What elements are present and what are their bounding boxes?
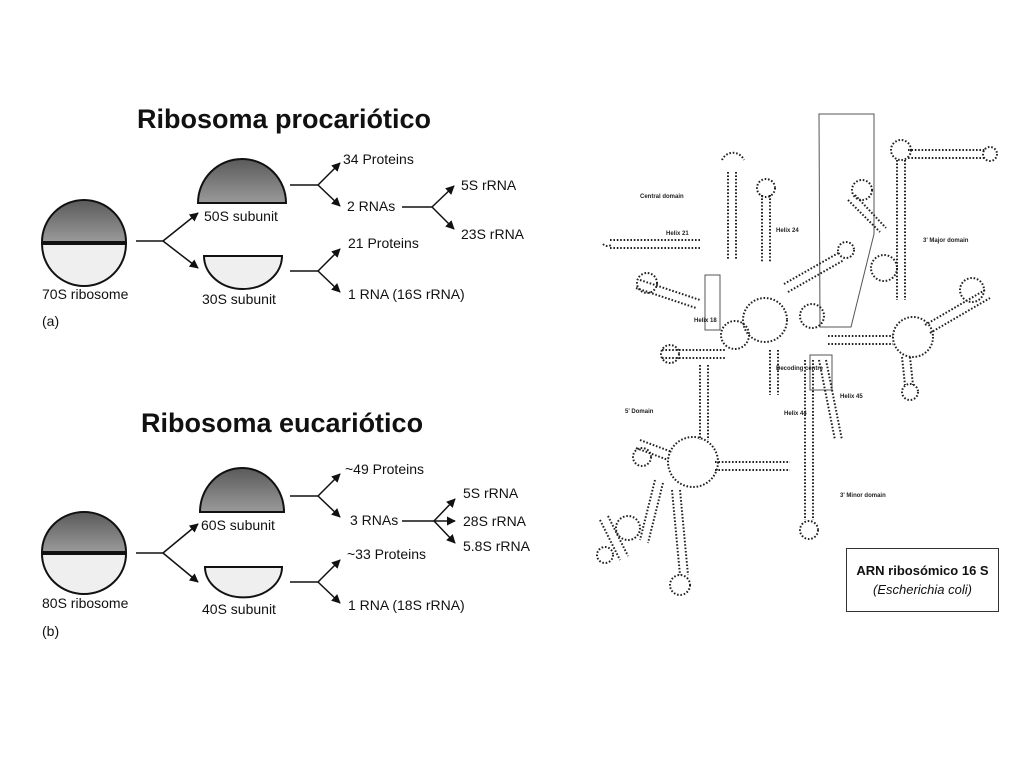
eukaryote-title: Ribosoma eucariótico — [141, 408, 423, 438]
subunit-40s-icon — [203, 566, 284, 599]
rrna-caption-organism: (Escherichia coli) — [873, 582, 972, 597]
panel-a-label: (a) — [42, 313, 59, 329]
prokaryote-title: Ribosoma procariótico — [137, 104, 431, 134]
rna-16s-label: 1 RNA (16S rRNA) — [348, 286, 465, 302]
central-loop — [742, 297, 788, 343]
arrow-40s-rna — [317, 581, 341, 604]
domain5-label: 5' Domain — [625, 409, 654, 415]
rrna-caption-box: ARN ribosómico 16 S (Escherichia coli) — [846, 548, 999, 612]
rna-18s-label: 1 RNA (18S rRNA) — [348, 597, 465, 613]
rrna-5s-b-label: 5S rRNA — [463, 485, 519, 501]
arrow-58s — [433, 520, 456, 544]
arrow-to-30s — [162, 240, 199, 269]
central-cap — [721, 151, 745, 161]
helix45-label: Helix 45 — [840, 394, 863, 400]
arrow-30s-proteins — [317, 248, 341, 272]
arrow-to-60s — [162, 523, 199, 554]
arrow-to-40s — [162, 552, 199, 583]
arrow-5s — [431, 185, 455, 208]
domain5-loop — [667, 436, 719, 488]
helix24-label: Helix 24 — [776, 228, 799, 234]
diag-stem — [783, 251, 845, 293]
major-branch — [847, 194, 887, 233]
eukaryote-panel: Ribosoma eucariótico 80S ribosome (b) 60… — [40, 408, 531, 639]
helix18-label: Helix 18 — [694, 318, 717, 324]
rrna-58s-label: 5.8S rRNA — [463, 538, 531, 554]
arrow-30s-rna — [317, 270, 341, 293]
subunit-60s-label: 60S subunit — [201, 517, 275, 533]
arrow-40s-proteins — [317, 559, 341, 583]
domain5-stem — [699, 365, 709, 440]
rrna-caption-title: ARN ribosómico 16 S — [856, 563, 989, 578]
loop-3 — [720, 320, 750, 350]
decoding-frame — [809, 354, 833, 391]
arrow-60s-rnas — [317, 495, 341, 518]
helix18-frame — [704, 274, 721, 331]
helix44-stem — [804, 360, 814, 520]
helix44-label: Helix 44 — [784, 411, 807, 417]
rrna-23s-label: 23S rRNA — [461, 226, 525, 242]
prokaryote-panel: Ribosoma procariótico 70S ribosome (a) 5… — [40, 104, 525, 329]
rrna-5s-label: 5S rRNA — [461, 177, 517, 193]
decoding-centre-label: Decoding centre — [776, 366, 824, 372]
arrow-60s-proteins — [317, 473, 341, 497]
ribosome-70s-label: 70S ribosome — [42, 286, 129, 302]
ribosome-80s-label: 80S ribosome — [42, 595, 129, 611]
rnas-50s-label: 2 RNAs — [347, 198, 395, 214]
ribosome-70s-icon — [40, 199, 128, 287]
left-upper-stem — [635, 279, 701, 309]
subunit-30s-icon — [202, 255, 284, 290]
helix21-cap — [602, 243, 613, 247]
loop-2 — [799, 303, 825, 329]
proteins-30s-label: 21 Proteins — [348, 235, 419, 251]
minor-domain-label: 3' Minor domain — [840, 493, 886, 499]
major-stem — [896, 160, 906, 300]
major-side-stem — [924, 289, 991, 334]
proteins-50s-label: 34 Proteins — [343, 151, 414, 167]
arrow-to-50s — [162, 212, 199, 242]
arrow-50s-rnas — [317, 184, 341, 207]
arrow-5s-b — [433, 498, 456, 522]
proteins-40s-label: ~33 Proteins — [347, 546, 426, 562]
panel-b-label: (b) — [42, 623, 59, 639]
helix45-stem — [818, 359, 843, 441]
major-link — [828, 335, 893, 345]
central-domain-label: Central domain — [640, 194, 684, 200]
subunit-50s-label: 50S subunit — [204, 208, 278, 224]
subunit-40s-label: 40S subunit — [202, 601, 276, 617]
helix24-stem — [761, 195, 771, 262]
subunit-60s-icon — [198, 467, 286, 513]
proteins-60s-label: ~49 Proteins — [345, 461, 424, 477]
subunit-50s-icon — [196, 158, 288, 204]
arrow-23s — [431, 206, 455, 230]
rrna-16s-labels: Central domain 3' Major domain 5' Domain… — [625, 194, 969, 499]
helix24-loop — [756, 178, 776, 198]
ribosome-80s-icon — [40, 511, 128, 595]
major-domain-frame — [818, 113, 875, 328]
rrna-28s-label: 28S rRNA — [463, 513, 527, 529]
major-domain-label: 3' Major domain — [923, 238, 969, 244]
helix21-stem — [610, 239, 700, 249]
major-loop — [892, 316, 934, 358]
arrow-50s-proteins — [317, 162, 341, 186]
rnas-60s-label: 3 RNAs — [350, 512, 398, 528]
helix21-label: Helix 21 — [666, 231, 689, 237]
subunit-30s-label: 30S subunit — [202, 291, 276, 307]
central-stem-a — [727, 172, 737, 260]
rrna-16s-structure — [596, 113, 998, 596]
top-right-stem — [908, 149, 985, 159]
